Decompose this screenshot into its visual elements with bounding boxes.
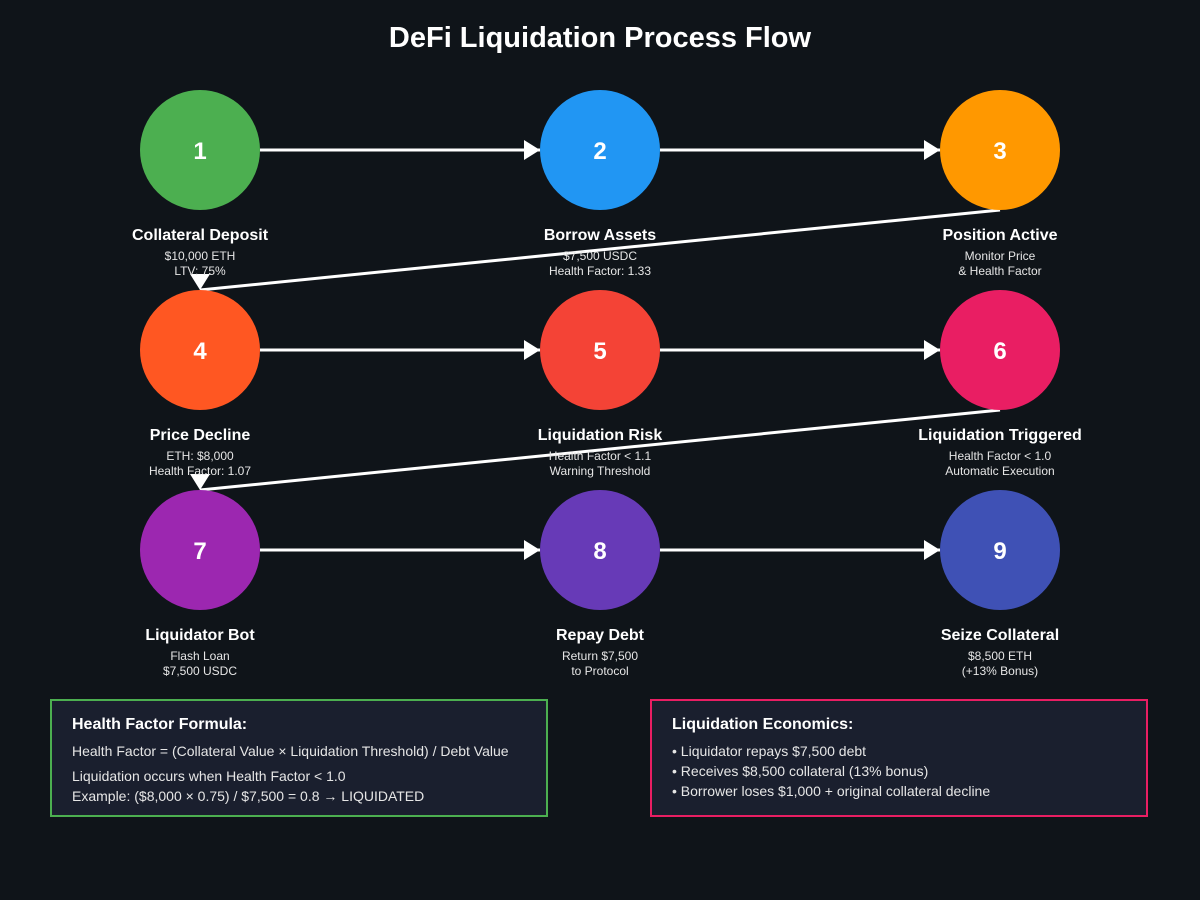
step-detail: Warning Threshold	[550, 464, 651, 478]
step-title: Position Active	[943, 227, 1058, 244]
arrowhead-icon	[190, 274, 210, 290]
step-detail: $8,500 ETH	[968, 649, 1032, 663]
formula-example: Example: ($8,000 × 0.75) / $7,500 = 0.8 …	[72, 788, 425, 804]
step-title: Price Decline	[150, 427, 251, 444]
step-detail: $7,500 USDC	[563, 249, 637, 263]
step-detail: Health Factor < 1.0	[949, 449, 1052, 463]
step-circle	[940, 290, 1060, 410]
connector-3-to-4	[199, 208, 1001, 292]
step-detail: to Protocol	[571, 664, 628, 678]
diagram-title: DeFi Liquidation Process Flow	[388, 22, 812, 54]
economics-bullet: • Receives $8,500 collateral (13% bonus)	[672, 763, 929, 779]
liquidation-condition: Liquidation occurs when Health Factor < …	[72, 768, 346, 784]
arrowhead-icon	[924, 140, 940, 160]
step-detail: Health Factor < 1.1	[549, 449, 652, 463]
step-circle	[540, 490, 660, 610]
formula-text: Health Factor = (Collateral Value × Liqu…	[72, 743, 509, 759]
arrowhead-icon	[524, 140, 540, 160]
liquidation-economics-panel: Liquidation Economics: • Liquidator repa…	[650, 699, 1148, 817]
step-number: 4	[193, 338, 207, 365]
step-title: Repay Debt	[556, 627, 645, 644]
step-title: Borrow Assets	[544, 227, 656, 244]
step-number: 3	[993, 138, 1006, 165]
arrowhead-icon	[524, 540, 540, 560]
arrowhead-icon	[924, 340, 940, 360]
step-circle	[940, 90, 1060, 210]
step-number: 7	[193, 538, 206, 565]
formula-panel-title: Health Factor Formula:	[72, 716, 248, 733]
step-detail: $7,500 USDC	[163, 664, 237, 678]
step-circle	[140, 490, 260, 610]
step-number: 1	[193, 138, 206, 165]
step-detail: Health Factor: 1.07	[149, 464, 251, 478]
arrowhead-icon	[190, 474, 210, 490]
economics-panel-title: Liquidation Economics:	[672, 716, 854, 733]
step-number: 6	[993, 338, 1006, 365]
step-detail: Flash Loan	[170, 649, 229, 663]
economics-bullet: • Borrower loses $1,000 + original colla…	[672, 783, 991, 799]
step-circle	[940, 490, 1060, 610]
step-number: 2	[593, 138, 606, 165]
step-detail: Automatic Execution	[945, 464, 1054, 478]
step-circle	[140, 290, 260, 410]
arrowhead-icon	[524, 340, 540, 360]
step-circle	[540, 290, 660, 410]
step-detail: & Health Factor	[958, 264, 1041, 278]
step-detail: Return $7,500	[562, 649, 638, 663]
health-factor-formula-panel: Health Factor Formula: Health Factor = (…	[50, 699, 548, 817]
step-number: 9	[993, 538, 1006, 565]
step-detail: (+13% Bonus)	[962, 664, 1038, 678]
step-circle	[140, 90, 260, 210]
arrowhead-icon	[924, 540, 940, 560]
step-number: 5	[593, 338, 606, 365]
economics-bullet: • Liquidator repays $7,500 debt	[672, 743, 867, 759]
step-title: Collateral Deposit	[132, 227, 269, 244]
step-number: 8	[593, 538, 606, 565]
step-detail: Health Factor: 1.33	[549, 264, 651, 278]
step-circle	[540, 90, 660, 210]
step-title: Liquidator Bot	[145, 627, 255, 644]
step-detail: ETH: $8,000	[166, 449, 234, 463]
step-title: Liquidation Triggered	[918, 427, 1082, 444]
connector-6-to-7	[199, 408, 1001, 492]
step-title: Seize Collateral	[941, 627, 1059, 644]
step-title: Liquidation Risk	[538, 427, 663, 444]
step-detail: LTV: 75%	[174, 264, 226, 278]
step-detail: Monitor Price	[965, 249, 1036, 263]
step-detail: $10,000 ETH	[165, 249, 236, 263]
